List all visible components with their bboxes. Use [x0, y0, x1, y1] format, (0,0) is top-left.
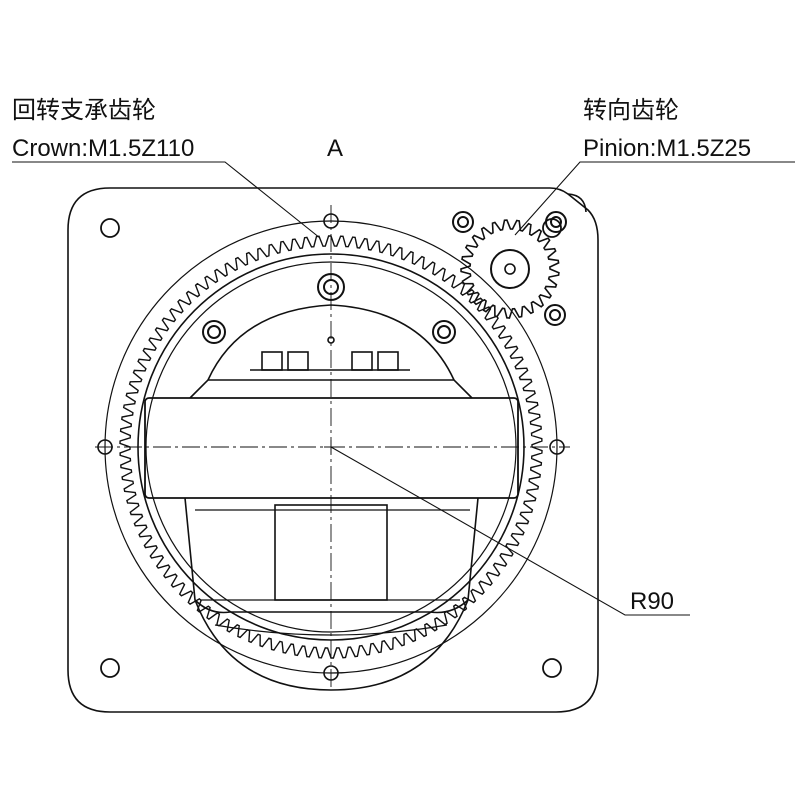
- pinion-label-cn: 转向齿轮: [583, 97, 679, 124]
- pinion-gear: [460, 219, 560, 319]
- crown-label-spec: Crown:M1.5Z110: [12, 135, 195, 162]
- base-plate: [67, 187, 599, 713]
- lower-housing: [184, 497, 479, 614]
- leader-lines: [12, 161, 795, 616]
- view-label: A: [327, 135, 344, 162]
- pinion-hub: [490, 249, 530, 289]
- radius-label: R90: [630, 588, 675, 615]
- pinion-label-spec: Pinion:M1.5Z25: [583, 135, 752, 162]
- crown-label-cn: 回转支承齿轮: [12, 97, 156, 124]
- pinion-bolts: [452, 211, 567, 326]
- plate-corner-lug: [567, 193, 587, 213]
- connectors: [250, 336, 410, 371]
- body-band: [144, 397, 519, 499]
- lower-housing-2: [194, 599, 469, 691]
